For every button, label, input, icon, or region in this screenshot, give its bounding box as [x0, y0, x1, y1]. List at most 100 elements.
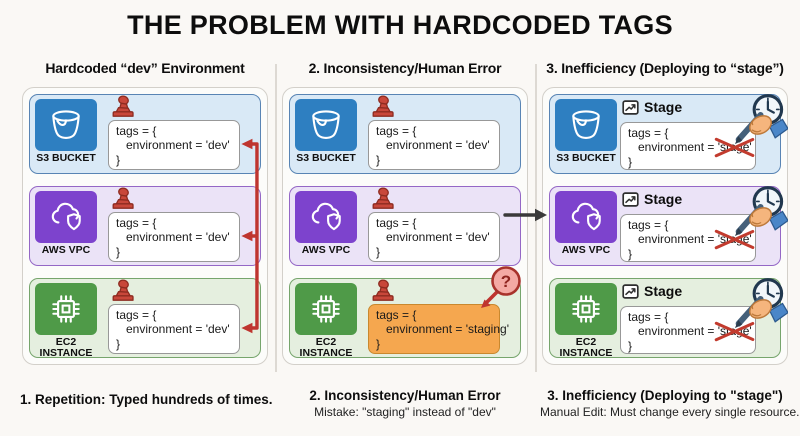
code-line: tags = { [628, 310, 669, 324]
tags-code-block-error: tags = { environment = 'staging' } [368, 304, 509, 354]
trend-window-icon [622, 192, 639, 207]
code-line: } [628, 154, 633, 169]
code-line: } [116, 336, 121, 351]
card-aws-vpc: AWS VPC tags = { environment = 'dev' } [289, 186, 521, 266]
page-title: THE PROBLEM WITH HARDCODED TAGS [127, 10, 673, 40]
s3-bucket-icon [35, 99, 97, 151]
crossed-out-value: 'stage' [717, 140, 752, 155]
code-line: tags = { [376, 124, 417, 138]
panel-3-header: 3. Inefficiency (Deploying to “stage”) [546, 60, 784, 76]
code-env-prefix: environment = [638, 232, 718, 247]
rubber-stamp-icon [370, 187, 396, 211]
caption-subtitle: Manual Edit: Must change every single re… [540, 405, 800, 419]
tags-code-block: tags = { environment = 'dev' } [368, 120, 500, 170]
code-env-prefix: environment = [638, 140, 718, 155]
code-line: environment = 'dev' [126, 230, 230, 245]
code-line: } [376, 152, 381, 167]
tags-code-block: tags = { environment = 'stage' } [620, 122, 756, 170]
card-s3-bucket: S3 BUCKET tags = { environment = 'dev' } [29, 94, 261, 174]
card-ec2-instance: EC2 INSTANCE tags = { environment = 'dev… [29, 278, 261, 358]
stage-badge: Stage [622, 283, 682, 299]
question-mark-icon: ? [464, 264, 522, 320]
caption-inconsistency: 2. Inconsistency/Human Error Mistake: "s… [280, 388, 530, 419]
code-line: } [116, 152, 121, 167]
right-arrow-icon [502, 206, 548, 224]
tags-code-block: tags = { environment = 'stage' } [620, 214, 756, 262]
stage-badge: Stage [622, 99, 682, 115]
panel-3-box: S3 BUCKET Stage tags = { environment = '… [542, 87, 788, 365]
stage-badge-label: Stage [644, 191, 683, 207]
tags-code-block: tags = { environment = 'dev' } [108, 120, 240, 170]
cpu-chip-icon [35, 283, 97, 335]
s3-bucket-icon [295, 99, 357, 151]
caption-title: 3. Inefficiency (Deploying to "stage") [547, 388, 783, 403]
resource-label: AWS VPC [301, 244, 351, 256]
s3-bucket-icon [555, 99, 617, 151]
code-line: tags = { [116, 124, 157, 138]
resource-label: S3 BUCKET [36, 152, 96, 164]
caption-title: 2. Inconsistency/Human Error [309, 388, 501, 403]
tags-code-block: tags = { environment = 'stage' } [620, 306, 756, 354]
rubber-stamp-icon [110, 187, 136, 211]
tags-code-block: tags = { environment = 'dev' } [368, 212, 500, 262]
trend-window-icon [622, 284, 639, 299]
panel-2-header: 2. Inconsistency/Human Error [308, 60, 502, 76]
card-aws-vpc: AWS VPC tags = { environment = 'dev' } [29, 186, 261, 266]
cpu-chip-icon [555, 283, 617, 335]
crossed-out-value: 'stage' [717, 324, 752, 339]
card-aws-vpc: AWS VPC Stage tags = { environment = 'st… [549, 186, 781, 266]
code-line: tags = { [376, 308, 417, 322]
hand-pen-clock-icon [724, 276, 788, 331]
cpu-chip-icon [295, 283, 357, 335]
cloud-shield-icon [555, 191, 617, 243]
code-line: } [628, 246, 633, 261]
code-line: environment = 'dev' [126, 322, 230, 337]
code-line: tags = { [376, 216, 417, 230]
rubber-stamp-icon [370, 279, 396, 303]
resource-label: EC2 INSTANCE [299, 336, 353, 359]
caption-title: 1. Repetition: Typed hundreds of times. [20, 392, 273, 407]
caption-inefficiency: 3. Inefficiency (Deploying to "stage") M… [540, 388, 800, 419]
resource-label: S3 BUCKET [556, 152, 616, 164]
code-line: } [116, 244, 121, 259]
code-line: environment = 'dev' [386, 230, 490, 245]
code-env-prefix: environment = [638, 324, 718, 339]
panel-1-header: Hardcoded “dev” Environment [45, 60, 245, 76]
code-line: } [628, 338, 633, 353]
card-ec2-instance: EC2 INSTANCE Stage tags = { environment … [549, 278, 781, 358]
caption-subtitle: Mistake: "staging" instead of "dev" [314, 405, 496, 419]
panel-1-box: S3 BUCKET tags = { environment = 'dev' }… [22, 87, 268, 365]
panel-2-box: S3 BUCKET tags = { environment = 'dev' }… [282, 87, 528, 365]
panel-divider [275, 64, 277, 372]
resource-label: EC2 INSTANCE [559, 336, 613, 359]
code-line: environment = 'staging' [386, 322, 509, 337]
panel-hardcoded-dev: Hardcoded “dev” Environment S3 BUCKET ta… [22, 60, 268, 365]
cloud-shield-icon [35, 191, 97, 243]
code-line: environment = 'stage' [628, 140, 752, 155]
hand-pen-clock-icon [724, 92, 788, 147]
code-line: environment = 'stage' [628, 324, 752, 339]
panel-inconsistency: 2. Inconsistency/Human Error S3 BUCKET t… [282, 60, 528, 365]
code-line: } [376, 244, 381, 259]
resource-label: AWS VPC [41, 244, 91, 256]
code-line: environment = 'dev' [386, 138, 490, 153]
crossed-out-value: 'stage' [717, 232, 752, 247]
caption-repetition: 1. Repetition: Typed hundreds of times. [20, 392, 273, 407]
card-s3-bucket: S3 BUCKET tags = { environment = 'dev' } [289, 94, 521, 174]
code-line: environment = 'stage' [628, 232, 752, 247]
tags-code-block: tags = { environment = 'dev' } [108, 304, 240, 354]
hand-pen-clock-icon [724, 184, 788, 239]
resource-label: S3 BUCKET [296, 152, 356, 164]
code-line: tags = { [116, 308, 157, 322]
panel-inefficiency: 3. Inefficiency (Deploying to “stage”) S… [542, 60, 788, 365]
code-line: tags = { [628, 218, 669, 232]
rubber-stamp-icon [110, 95, 136, 119]
stage-badge-label: Stage [644, 283, 683, 299]
code-line: environment = 'dev' [126, 138, 230, 153]
card-ec2-instance-error: EC2 INSTANCE tags = { environment = 'sta… [289, 266, 521, 359]
resource-label: EC2 INSTANCE [39, 336, 93, 359]
code-line: tags = { [116, 216, 157, 230]
resource-label: AWS VPC [561, 244, 611, 256]
trend-window-icon [622, 100, 639, 115]
question-mark-glyph: ? [501, 272, 511, 291]
